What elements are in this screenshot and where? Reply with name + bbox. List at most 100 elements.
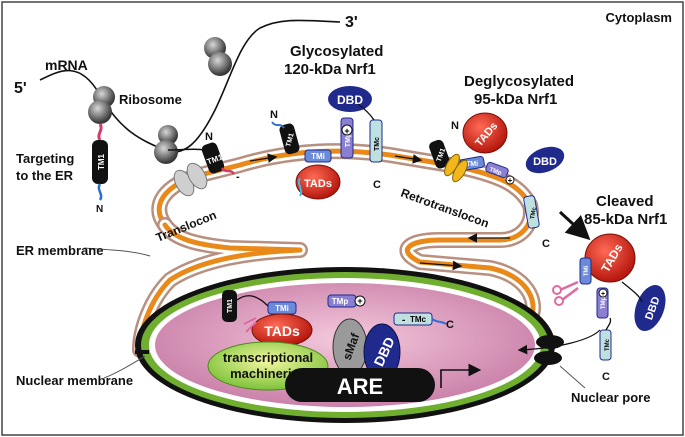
plus-sign: + (508, 176, 513, 185)
scissors-icon (554, 296, 564, 306)
targeting-label-line1: Targeting (16, 151, 74, 166)
plus-sign: + (601, 291, 605, 298)
cytoplasm-label: Cytoplasm (606, 10, 672, 25)
glycosylated-label-line1: Glycosylated (290, 43, 383, 60)
tmi-label: TMi (311, 152, 325, 161)
tmc-domain (523, 195, 540, 229)
are-element (285, 368, 435, 402)
nuclear-pore-label: Nuclear pore (571, 390, 650, 405)
scissors-icon (552, 285, 562, 295)
tm1-domain (201, 142, 225, 174)
tm1-domain (92, 140, 108, 184)
tmc-label: TMc (374, 137, 381, 151)
tads-label: TADs (264, 323, 300, 339)
lumen-flow-arrows (249, 153, 510, 271)
tads-domain (295, 164, 341, 200)
dbd-label: DBD (533, 156, 557, 168)
translocon (173, 162, 208, 197)
nuclear-membrane-pointer (103, 355, 146, 379)
dbd-domain (525, 146, 565, 174)
cleaved-label-line2: 85-kDa Nrf1 (584, 211, 667, 228)
positive-charge (354, 295, 366, 307)
nuclear-pore-pointer (559, 365, 586, 389)
transcriptional-label-line1: transcriptional (223, 350, 313, 365)
tmc-label: TMc (530, 206, 538, 220)
transcription-start-arrow (440, 363, 482, 388)
tmi-label: TMi (466, 161, 478, 168)
retrotranslocon (444, 153, 468, 183)
targeting-label-line2: to the ER (16, 168, 74, 183)
glycosylated-label-line2: 120-kDa Nrf1 (284, 61, 376, 78)
tmp-label: TMp (488, 167, 502, 177)
ribosome (154, 140, 178, 164)
positive-charge (341, 124, 353, 136)
tmi-domain (304, 149, 332, 163)
tads-domain (462, 112, 508, 154)
mrna-strand (39, 19, 341, 153)
minus-charge: - (402, 315, 405, 326)
dbd-domain (328, 86, 372, 112)
tmc-domain (369, 119, 383, 163)
scissors-icon (243, 317, 257, 333)
positive-charge (505, 175, 515, 185)
er-membrane-pointer (83, 247, 151, 257)
glycosylated-nrf1: TM1 N TMi TADs TMp + DBD TMc C (270, 86, 383, 200)
nuclear-import-arrow (517, 329, 601, 355)
dbd-label: DBD (337, 93, 363, 107)
retrotranslocon-label: Retrotranslocon (399, 186, 491, 231)
tm1-domain (222, 290, 237, 322)
nuclear-nrf1: TM1 TMi TADs TMp + TMc - C (222, 290, 454, 347)
tm1-label: TM1 (227, 299, 234, 313)
are-label: ARE (337, 374, 383, 399)
deglycosylated-nrf1: N TM1 TADs TMi TMp + DBD TMc C (429, 112, 565, 250)
minus-charge: - (236, 171, 240, 183)
tads-label: TADs (304, 178, 332, 190)
c-terminus-label: C (602, 371, 610, 383)
tmp-label: TMp (601, 297, 607, 310)
tmc-label: TMc (605, 338, 611, 351)
plus-sign: + (344, 126, 349, 136)
tmp-domain (485, 161, 509, 179)
n-terminus-label: N (270, 109, 278, 121)
tmi-label: TMi (584, 266, 590, 277)
c-terminus-label: C (446, 319, 454, 331)
cleavage-arrow (558, 210, 591, 241)
er-membrane-label: ER membrane (16, 243, 103, 258)
cleaved-nrf1: TADs TMi TMp + DBD TMc C (552, 233, 666, 383)
tm1-label: TM1 (285, 132, 295, 147)
tmi-domain (579, 257, 592, 285)
ribosome-label: Ribosome (119, 92, 182, 107)
three-prime-label: 3' (345, 14, 358, 31)
tm1-label: TM1 (436, 147, 447, 163)
tm1-label: TM1 (97, 153, 106, 170)
c-terminus-label: C (373, 179, 381, 191)
inserting-nrf1: TM1 N - (167, 131, 240, 183)
five-prime-label: 5' (14, 80, 27, 97)
tmp-label: TMp (332, 297, 349, 306)
deglycosylated-label-line2: 95-kDa Nrf1 (474, 91, 557, 108)
positive-charge (598, 288, 608, 298)
tmp-label: TMp (345, 133, 352, 147)
ribosome (208, 52, 232, 76)
cleaved-label-line1: Cleaved (596, 193, 654, 210)
nascent-nrf1: TM1 N (92, 123, 108, 215)
n-terminus-label: N (96, 204, 103, 215)
nuclear-membrane-label: Nuclear membrane (16, 373, 133, 388)
tm1-domain (429, 139, 450, 169)
tmi-label: TMi (275, 304, 289, 313)
ribosome (158, 125, 178, 145)
tmc-label: TMc (410, 315, 427, 324)
mrna-label: mRNA (45, 57, 88, 73)
nuclear-membrane-marker (135, 350, 149, 354)
scissors-icon (559, 280, 579, 301)
ribosome-group (88, 37, 232, 164)
tm1-domain (279, 123, 300, 155)
ribosome (88, 100, 112, 124)
tmc-domain (599, 329, 612, 361)
n-terminus-label: N (205, 131, 213, 143)
c-terminus-label: C (542, 238, 550, 250)
n-terminus-label: N (451, 120, 459, 132)
deglycosylated-label-line1: Deglycosylated (464, 73, 574, 90)
